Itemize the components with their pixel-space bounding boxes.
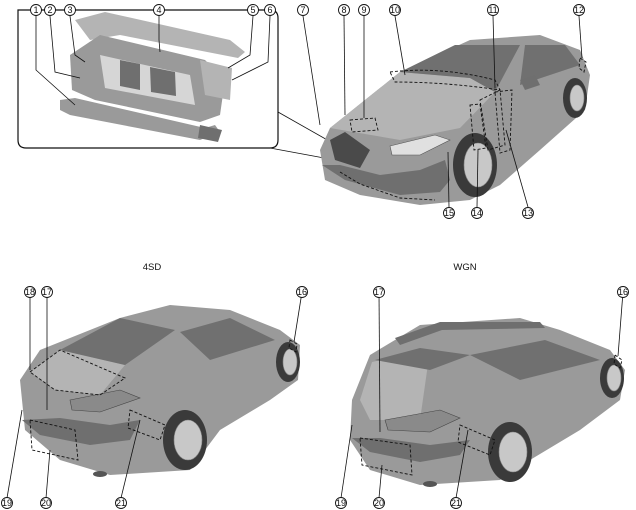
callout-11: 11 [487,4,499,16]
sedan-view-label: 4SD [143,262,162,273]
callout-17-wagon: 17 [373,286,385,298]
svg-text:5: 5 [250,5,255,15]
wagon-view-label: WGN [453,262,476,273]
svg-text:21: 21 [116,498,126,508]
svg-text:9: 9 [361,5,366,15]
callout-15: 15 [443,207,455,219]
callout-13: 13 [522,207,534,219]
svg-text:1: 1 [33,5,38,15]
callout-1: 1 [30,4,42,16]
radiator-support-inset: 1 2 3 4 5 6 [17,4,279,149]
svg-text:3: 3 [67,5,72,15]
svg-text:15: 15 [444,208,454,218]
callout-18: 18 [24,286,36,298]
svg-text:7: 7 [300,5,305,15]
svg-text:11: 11 [488,5,497,15]
svg-text:4: 4 [156,5,161,15]
svg-text:12: 12 [574,5,584,15]
svg-text:16: 16 [618,287,628,297]
svg-text:20: 20 [41,498,51,508]
svg-text:21: 21 [451,498,461,508]
callout-19-sedan: 19 [1,497,13,509]
svg-text:17: 17 [42,287,52,297]
svg-text:10: 10 [390,5,400,15]
callout-14: 14 [471,207,483,219]
sedan-rear-illustration: 18 17 16 19 20 21 [1,286,308,509]
svg-text:16: 16 [297,287,307,297]
callout-20-wagon: 20 [373,497,385,509]
callout-2: 2 [44,4,56,16]
svg-text:14: 14 [472,208,482,218]
callout-12: 12 [573,4,585,16]
callout-8: 8 [338,4,350,16]
callout-4: 4 [153,4,165,16]
wagon-rear-illustration: 17 16 19 20 21 [335,286,629,509]
svg-text:8: 8 [341,5,346,15]
callout-21-wagon: 21 [450,497,462,509]
callout-3: 3 [64,4,76,16]
callout-20-sedan: 20 [40,497,52,509]
callout-16-sedan: 16 [296,286,308,298]
svg-text:17: 17 [374,287,384,297]
callout-21-sedan: 21 [115,497,127,509]
callout-5: 5 [247,4,259,16]
svg-text:19: 19 [336,498,346,508]
callout-6: 6 [264,4,276,16]
svg-text:2: 2 [47,5,52,15]
callout-16-wagon: 16 [617,286,629,298]
svg-text:19: 19 [2,498,12,508]
svg-text:6: 6 [267,5,272,15]
svg-text:18: 18 [25,287,35,297]
callout-7: 7 [297,4,309,16]
svg-text:13: 13 [523,208,533,218]
callout-17-sedan: 17 [41,286,53,298]
svg-text:20: 20 [374,498,384,508]
callout-19-wagon: 19 [335,497,347,509]
front-car-illustration: 7 8 9 10 11 12 13 14 15 [297,4,590,219]
callout-10: 10 [389,4,401,16]
callout-9: 9 [358,4,370,16]
